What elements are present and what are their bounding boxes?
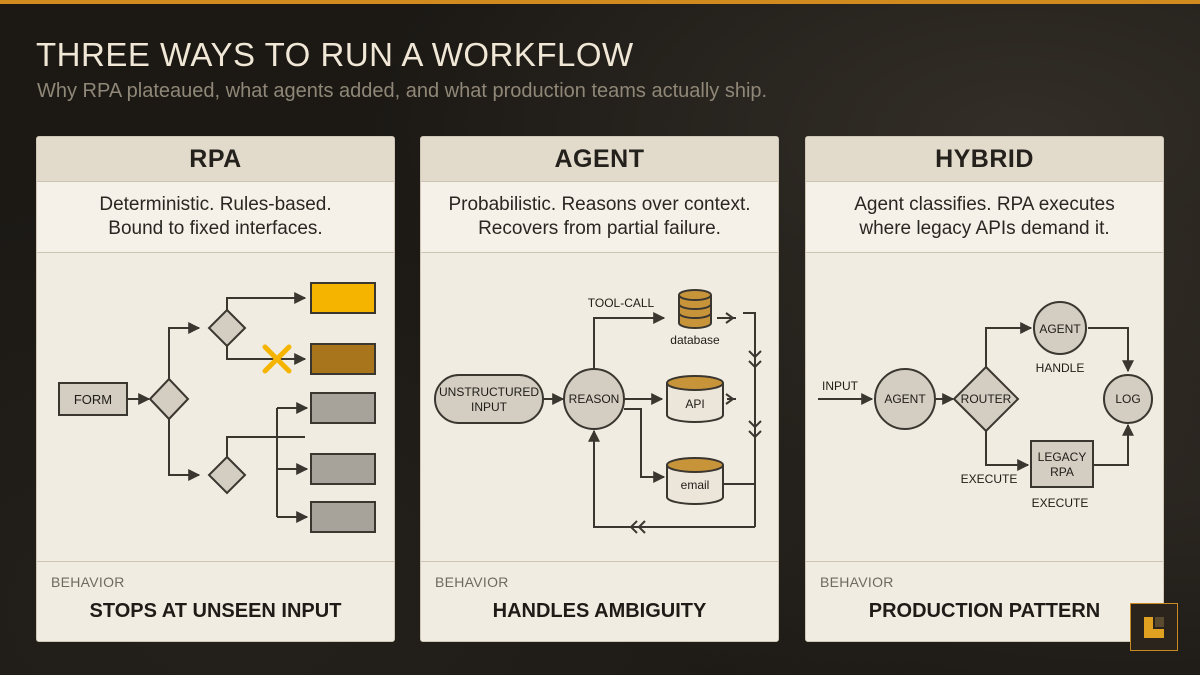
rpa-flow-diagram: FORM [58, 282, 376, 533]
tool-call-label: TOOL-CALL [588, 296, 655, 310]
decision-diamond [148, 377, 190, 421]
agent-node [874, 368, 936, 430]
input-label: UNSTRUCTURED [439, 385, 539, 399]
agent-label: AGENT [884, 392, 926, 406]
execute-label: EXECUTE [961, 472, 1018, 486]
email-label: email [681, 478, 710, 492]
connector [985, 431, 1030, 471]
card-title: RPA [37, 137, 394, 182]
feedback-loop [588, 429, 755, 528]
behavior-value: PRODUCTION PATTERN [868, 600, 1101, 622]
output-box-failed [310, 343, 376, 375]
description-line: Bound to fixed interfaces. [108, 218, 323, 239]
connector [168, 322, 201, 379]
log-label: LOG [1115, 392, 1140, 406]
router-label: ROUTER [961, 392, 1012, 406]
card-title: HYBRID [806, 137, 1163, 182]
fail-x-icon [262, 344, 292, 374]
connector [593, 312, 666, 369]
behavior-value: STOPS AT UNSEEN INPUT [89, 600, 342, 622]
chevron [629, 520, 646, 534]
agent-flow-diagram: UNSTRUCTURED INPUT REASON TOOL-CALL data… [434, 289, 762, 534]
connector [624, 408, 666, 483]
connector [1093, 423, 1134, 466]
description-line: Recovers from partial failure. [478, 218, 721, 239]
execute-label: EXECUTE [1032, 496, 1089, 510]
page-title: THREE WAYS TO RUN A WORKFLOW [36, 36, 634, 73]
connector [724, 312, 756, 485]
agent-top-label: AGENT [1039, 322, 1081, 336]
connector [226, 407, 305, 518]
accent-bar [0, 0, 1200, 4]
decision-diamond [207, 455, 247, 495]
card-description: Probabilistic. Reasons over context. Rec… [421, 182, 778, 253]
decision-diamond [207, 308, 247, 348]
behavior-value: HANDLES AMBIGUITY [492, 600, 707, 622]
output-box-success [310, 282, 376, 314]
connector [168, 419, 201, 481]
card-agent: AGENT Probabilistic. Reasons over contex… [420, 136, 779, 642]
description-line: where legacy APIs demand it. [859, 218, 1110, 239]
database-icon [678, 289, 712, 329]
input-label: INPUT [822, 379, 859, 393]
description-line: Deterministic. Rules-based. [99, 194, 332, 215]
connector [985, 322, 1033, 367]
behavior-section: BEHAVIOR STOPS AT UNSEEN INPUT [37, 561, 394, 641]
reason-label: REASON [569, 392, 620, 406]
log-node [1103, 374, 1153, 424]
behavior-label: BEHAVIOR [435, 574, 509, 590]
email-cylinder [666, 457, 724, 505]
input-label: INPUT [471, 400, 508, 414]
legacy-label: RPA [1050, 465, 1074, 479]
description-line: Probabilistic. Reasons over context. [448, 194, 751, 215]
card-title: AGENT [421, 137, 778, 182]
output-box [310, 501, 376, 533]
api-label: API [685, 397, 704, 411]
card-rpa: RPA Deterministic. Rules-based. Bound to… [36, 136, 395, 642]
form-node [58, 382, 128, 416]
chevron [748, 350, 762, 439]
agent-handle-node [1033, 301, 1087, 355]
connector [226, 292, 307, 310]
card-description: Agent classifies. RPA executes where leg… [806, 182, 1163, 253]
router-diamond [952, 365, 1020, 433]
reason-node [563, 368, 625, 430]
form-label: FORM [74, 392, 112, 407]
behavior-label: BEHAVIOR [51, 574, 125, 590]
chevron [725, 312, 735, 405]
output-box [310, 453, 376, 485]
unstructured-input-node [434, 374, 544, 424]
hybrid-flow-diagram: INPUT AGENT ROUTER AGENT HANDLE LEGACY R… [818, 301, 1153, 510]
behavior-section: BEHAVIOR HANDLES AMBIGUITY [421, 561, 778, 641]
behavior-label: BEHAVIOR [820, 574, 894, 590]
description-line: Agent classifies. RPA executes [854, 194, 1115, 215]
behavior-section: BEHAVIOR PRODUCTION PATTERN [806, 561, 1163, 641]
legacy-rpa-node [1030, 440, 1094, 488]
card-hybrid: HYBRID Agent classifies. RPA executes wh… [805, 136, 1164, 642]
connector [1088, 327, 1134, 373]
output-box [310, 392, 376, 424]
api-cylinder [666, 375, 724, 423]
handle-label: HANDLE [1036, 361, 1085, 375]
card-description: Deterministic. Rules-based. Bound to fix… [37, 182, 394, 253]
page-subtitle: Why RPA plateaued, what agents added, an… [37, 80, 768, 102]
database-label: database [670, 333, 720, 347]
legacy-label: LEGACY [1038, 450, 1087, 464]
logo-icon [1130, 603, 1178, 651]
